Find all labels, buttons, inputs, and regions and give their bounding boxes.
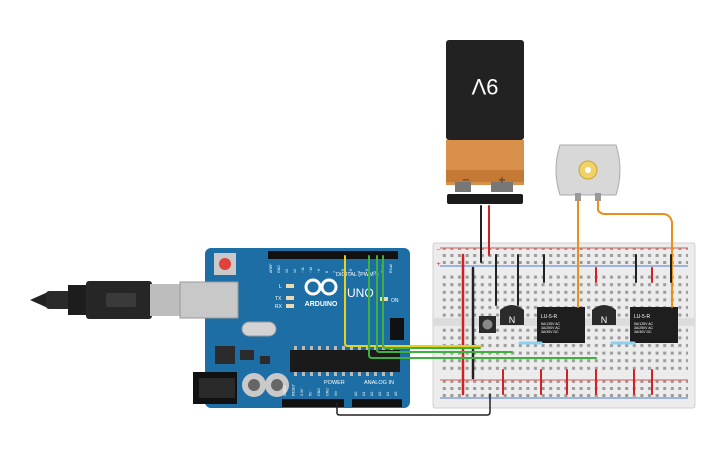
battery-9v[interactable]: 9V − + <box>446 40 524 204</box>
battery-plus-label: + <box>498 175 506 186</box>
relay-1-line2: 3A/250V AC <box>541 326 561 330</box>
rail-minus-label: − <box>436 246 441 253</box>
analog-in-label: ANALOG IN <box>364 380 394 386</box>
pin-label: AREF <box>269 263 273 273</box>
power-label: POWER <box>324 380 345 386</box>
rail-plus-label: + <box>436 261 441 268</box>
pin-label: RESET <box>292 383 296 396</box>
l-label: L <box>279 284 282 290</box>
pin-label: 8 <box>325 271 329 273</box>
pin-label: A3 <box>378 392 382 396</box>
pin-label: ~10 <box>309 267 313 273</box>
arduino-brand-label: ARDUINO <box>305 301 338 308</box>
arduino-model-label: UNO <box>347 286 374 300</box>
tx-led <box>286 296 294 300</box>
icsp-header <box>390 318 404 340</box>
battery-voltage-label: 9V <box>471 74 498 99</box>
l-led <box>286 284 294 288</box>
pin-label: GND <box>317 388 321 396</box>
pin-label: Vin <box>334 391 338 396</box>
rx-led <box>286 304 294 308</box>
pin-label: ~5 <box>349 269 353 273</box>
dc-motor[interactable] <box>555 144 621 201</box>
pin-label: RX◂0 <box>389 264 393 273</box>
crystal-oscillator <box>241 321 277 337</box>
power-header[interactable] <box>282 399 344 407</box>
relay-2-line3: 3A/30V DC <box>634 330 652 334</box>
relay-1-line3: 3A/30V DC <box>541 330 559 334</box>
green-signal-wire-3 <box>382 255 481 349</box>
pin-label: IOREF <box>283 384 287 396</box>
pin-label: 12 <box>293 269 297 273</box>
usb-jack <box>179 281 239 319</box>
wires <box>336 200 673 416</box>
arduino-logo-icon <box>304 278 338 296</box>
relay-2[interactable]: LU-5-R 5A/125V AC 3A/250V AC 3A/30V DC <box>630 307 678 343</box>
pin-label: A2 <box>370 392 374 396</box>
relay-1[interactable]: LU-5-R 5A/125V AC 3A/250V AC 3A/30V DC <box>537 307 585 343</box>
relay-1-title: LU-5-R <box>541 314 558 320</box>
pin-label: A1 <box>362 392 366 396</box>
transistor-1-label: N <box>509 315 516 325</box>
voltage-regulator <box>215 346 235 364</box>
pin-label: 13 <box>285 269 289 273</box>
pin-label: A0 <box>354 392 358 396</box>
analog-header[interactable] <box>352 399 402 407</box>
pin-label: ~9 <box>317 269 321 273</box>
rx-label: RX <box>275 304 283 310</box>
analog-pin-labels: A0 A1 A2 A3 A4 A5 <box>354 392 398 396</box>
pin-label: 5V <box>309 391 313 396</box>
transistor-2[interactable]: N <box>592 305 616 325</box>
relay-2-line1: 5A/125V AC <box>634 322 654 326</box>
yellow-signal-wire <box>344 255 481 347</box>
push-button[interactable] <box>479 316 496 333</box>
battery-minus-label: − <box>462 175 470 186</box>
tx-label: TX <box>275 296 282 302</box>
pin-label: GND <box>326 388 330 396</box>
transistor-1[interactable]: N <box>500 305 524 325</box>
pin-label: 7 <box>333 271 337 273</box>
arduino-uno-board[interactable]: ARDUINO UNO ON L TX RX DIGITAL (PWM~) PO… <box>179 248 410 408</box>
digital-header[interactable] <box>268 251 398 259</box>
green-signal-wire-1 <box>368 255 597 359</box>
pin-label: 3.3V <box>300 388 304 396</box>
pin-label: ~3 <box>365 269 369 273</box>
pin-label: A5 <box>394 392 398 396</box>
atmega-chip <box>290 350 400 372</box>
digital-label: DIGITAL (PWM~) <box>336 272 379 278</box>
relay-2-title: LU-5-R <box>634 314 651 320</box>
pin-label: 4 <box>357 271 361 273</box>
pin-label: ~11 <box>301 267 305 273</box>
relay-1-line1: 5A/125V AC <box>541 322 561 326</box>
pin-label: ~6 <box>341 269 345 273</box>
motor-wire-2 <box>597 200 673 308</box>
pin-label: A4 <box>386 392 390 396</box>
on-label: ON <box>391 298 399 304</box>
green-signal-wire-2 <box>376 255 513 353</box>
power-pin-labels: IOREF RESET 3.3V 5V GND GND Vin <box>283 383 338 396</box>
pin-label: 2 <box>373 271 377 273</box>
ground-wire <box>336 393 491 416</box>
relay-2-line2: 3A/250V AC <box>634 326 654 330</box>
transistor-2-label: N <box>601 315 608 325</box>
pin-label: GND <box>277 265 281 273</box>
